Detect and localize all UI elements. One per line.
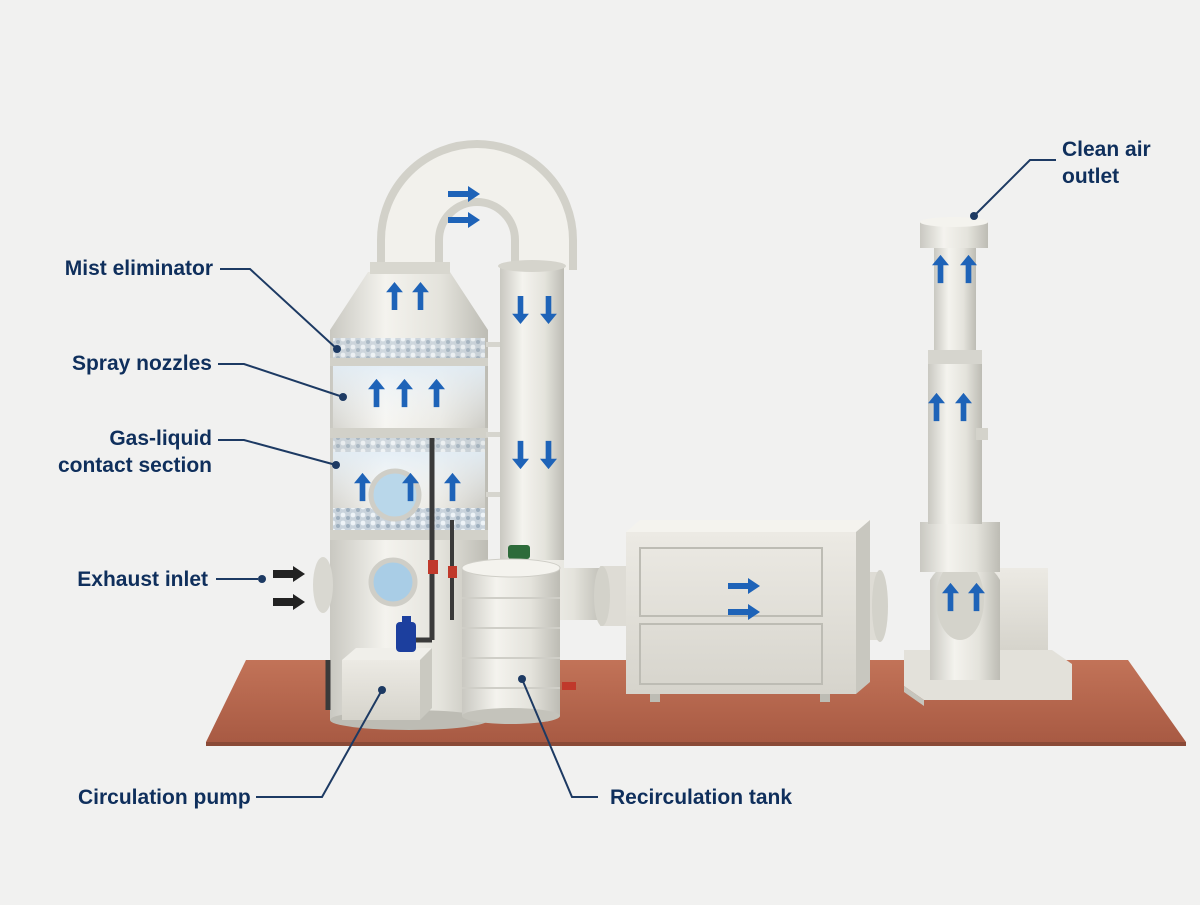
label-clean-air-line2: outlet bbox=[1062, 165, 1120, 188]
leader-circulation-pump bbox=[256, 689, 383, 798]
leader-lines bbox=[216, 159, 1056, 798]
label-recirculation-tank: Recirculation tank bbox=[610, 786, 793, 809]
label-mist-eliminator: Mist eliminator bbox=[64, 257, 213, 280]
leader-dots bbox=[258, 212, 978, 694]
leader-spray-nozzles bbox=[218, 363, 344, 398]
leader-recirculation-tank bbox=[521, 678, 598, 798]
label-gas-liquid-contact-section: Gas-liquid contact section bbox=[58, 425, 212, 479]
leader-clean-air bbox=[973, 159, 1056, 217]
leader-mist-eliminator bbox=[220, 268, 338, 350]
label-exhaust-inlet: Exhaust inlet bbox=[77, 568, 208, 591]
label-clean-air-outlet: Clean air outlet bbox=[1062, 136, 1151, 190]
inlet-arrow-icon bbox=[273, 594, 305, 610]
label-clean-air-line1: Clean air bbox=[1062, 138, 1151, 161]
fan-and-stack bbox=[904, 217, 1072, 706]
inlet-arrow-icon bbox=[273, 566, 305, 582]
label-gas-liquid-line2: contact section bbox=[57, 454, 212, 477]
leader-gas-liquid bbox=[218, 439, 337, 466]
floor-edge bbox=[206, 742, 1186, 746]
recirculation-tank bbox=[461, 558, 576, 724]
label-gas-liquid-line1: Gas-liquid bbox=[109, 427, 212, 450]
label-spray-nozzles: Spray nozzles bbox=[71, 352, 212, 375]
label-circulation-pump: Circulation pump bbox=[78, 786, 251, 809]
